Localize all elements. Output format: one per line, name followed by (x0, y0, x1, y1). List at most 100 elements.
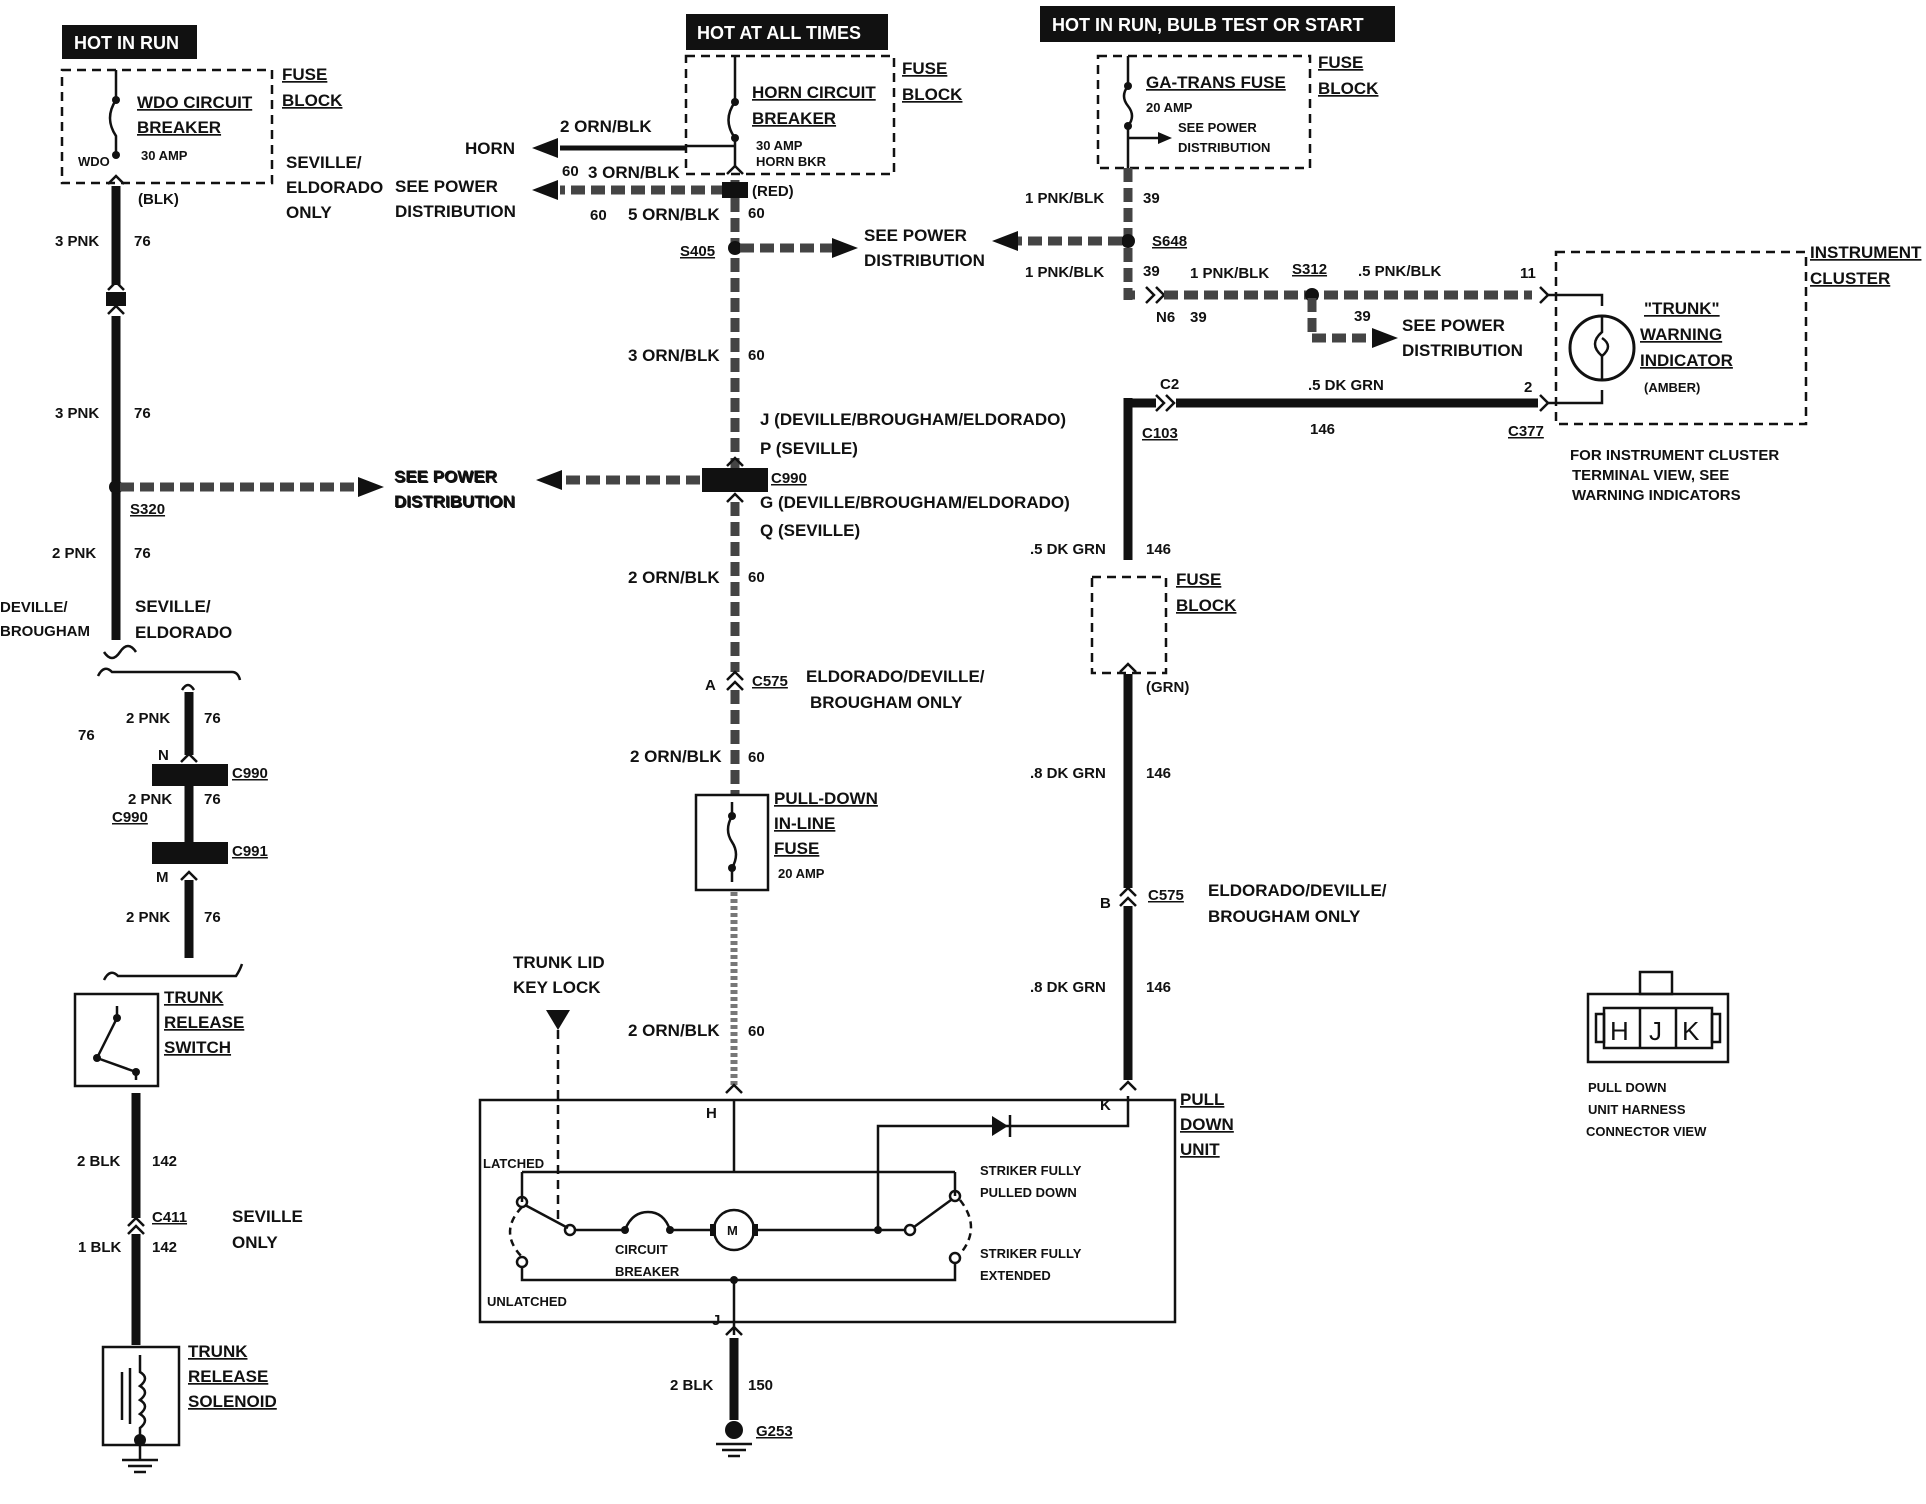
horn-breaker-line1: HORN CIRCUIT (752, 83, 876, 102)
horn-breaker-line2: BREAKER (752, 109, 836, 128)
blk-c2: 142 (152, 1239, 177, 1256)
center-c4: 60 (748, 1023, 765, 1040)
splice-s320 (109, 480, 123, 494)
left-c4: 76 (204, 710, 221, 727)
cluster-warn2: WARNING (1640, 325, 1722, 344)
s312-see2: DISTRIBUTION (1402, 341, 1523, 360)
center-eld1: ELDORADO/DEVILLE/ (806, 667, 985, 686)
right-w2: .8 DK GRN (1030, 765, 1106, 782)
s312-power-wire (1307, 298, 1375, 343)
pulldown-fuse-3: FUSE (774, 839, 819, 858)
fuse-block-3-block: BLOCK (1318, 79, 1379, 98)
header-hot-at-all-times: HOT AT ALL TIMES (686, 14, 888, 50)
left-c3: 76 (134, 545, 151, 562)
key-lock-2: KEY LOCK (513, 978, 601, 997)
right-eld1: ELDORADO/DEVILLE/ (1208, 881, 1387, 900)
pulldown-fuse-box (694, 793, 770, 892)
header-hot-in-run: HOT IN RUN (62, 25, 197, 59)
pdu-cb2: BREAKER (615, 1264, 680, 1279)
fuse-block-1-fuse: FUSE (282, 65, 327, 84)
right-c2: 146 (1146, 765, 1171, 782)
ga-fuse-see1: SEE POWER (1178, 120, 1257, 135)
splice-s405 (728, 241, 742, 255)
w5-label: 5 ORN/BLK (628, 205, 720, 224)
center-j: J (DEVILLE/BROUGHAM/ELDORADO) (760, 410, 1066, 429)
blk-sev2: ONLY (232, 1233, 278, 1252)
connector-k: K (1682, 1016, 1700, 1046)
trunk-switch-1: TRUNK (164, 988, 224, 1007)
blk-sev1: SEVILLE (232, 1207, 303, 1226)
diode-symbol (992, 1116, 1008, 1136)
center-see2: DISTRIBUTION (395, 493, 516, 512)
trunk-switch-3: SWITCH (164, 1038, 231, 1057)
connector-view-3: CONNECTOR VIEW (1586, 1124, 1707, 1139)
connector-view-2: UNIT HARNESS (1588, 1102, 1686, 1117)
right-pin-b: B (1100, 895, 1111, 912)
left-c76: 76 (78, 727, 95, 744)
left-c2: 76 (134, 405, 151, 422)
cluster-warn1: "TRUNK" (1644, 299, 1720, 318)
left-pin-m: M (156, 869, 169, 886)
seville-eldorado-only-3: ONLY (286, 203, 332, 222)
ground-circuit: 150 (748, 1377, 773, 1394)
dkgrn-circuit: 146 (1310, 421, 1335, 438)
pnk-c2: 39 (1143, 263, 1160, 280)
pdu-3: UNIT (1180, 1140, 1220, 1159)
top-power-circuit: 60 (562, 163, 579, 180)
header-hot-in-run-bulb: HOT IN RUN, BULB TEST OR START (1040, 6, 1395, 42)
right-w3: .8 DK GRN (1030, 979, 1106, 996)
pnk-c4: 39 (1354, 308, 1371, 325)
pdu-unlatched: UNLATCHED (487, 1294, 567, 1309)
center-c3: 60 (748, 749, 765, 766)
top-power-wire-label: 3 ORN/BLK (588, 163, 680, 182)
fuse-block-2-outline (684, 54, 896, 176)
left-c1: 76 (134, 233, 151, 250)
center-w2: 2 ORN/BLK (628, 568, 720, 587)
fuse-block-4-outline (1090, 575, 1168, 675)
center-pin-a: A (705, 677, 716, 694)
pdu-pin-h: H (706, 1105, 717, 1122)
fuse-block-3-outline (1096, 54, 1312, 170)
header-hot-in-run-text: HOT IN RUN (74, 33, 179, 53)
left-sev2: ELDORADO (135, 623, 232, 642)
cluster-warn3: INDICATOR (1640, 351, 1733, 370)
left-c6: 76 (204, 909, 221, 926)
pdu-pin-j: J (712, 1312, 720, 1329)
left-see2: DISTRIBUTION (394, 492, 515, 511)
pulldown-fuse-amp: 20 AMP (778, 866, 825, 881)
pnk-w1: 1 PNK/BLK (1025, 190, 1104, 207)
splice-s320-label: S320 (130, 501, 165, 518)
solenoid-2: RELEASE (188, 1367, 268, 1386)
cluster-note-1: FOR INSTRUMENT CLUSTER (1570, 447, 1779, 464)
ga-fuse-amp: 20 AMP (1146, 100, 1193, 115)
center-p: P (SEVILLE) (760, 439, 858, 458)
cluster-pin2: 2 (1524, 379, 1532, 396)
wdo-breaker-amp: 30 AMP (141, 148, 188, 163)
header-hot-at-all-times-text: HOT AT ALL TIMES (697, 23, 861, 43)
center-c2: 60 (748, 569, 765, 586)
left-c5: 76 (204, 791, 221, 808)
horn-breaker-symbol (727, 56, 737, 166)
ground-label: G253 (756, 1423, 793, 1440)
seville-eldorado-only-2: ELDORADO (286, 178, 383, 197)
ga-fuse-see2: DISTRIBUTION (1178, 140, 1270, 155)
pdu-latched: LATCHED (483, 1156, 544, 1171)
pdu-se1: STRIKER FULLY (980, 1246, 1082, 1261)
pdu-2: DOWN (1180, 1115, 1234, 1134)
s405-see1: SEE POWER (864, 226, 967, 245)
center-w4: 2 ORN/BLK (628, 1021, 720, 1040)
center-c575: C575 (752, 673, 788, 690)
s312-see1: SEE POWER (1402, 316, 1505, 335)
ga-trans-fuse-symbol (1122, 56, 1134, 168)
pull-down-connector-view: H J K PULL DOWN UNIT HARNESS CONNECTOR V… (1586, 970, 1730, 1139)
pnk-w3: 1 PNK/BLK (1190, 265, 1269, 282)
left-see1: SEE POWER (394, 467, 497, 486)
fuse-block-3-fuse: FUSE (1318, 53, 1363, 72)
w5-circuit-left: 60 (590, 207, 607, 224)
ground-g253 (725, 1421, 743, 1439)
cluster-c377: C377 (1508, 423, 1544, 440)
splice-s648 (1121, 234, 1135, 248)
ga-fuse-line1: GA-TRANS FUSE (1146, 73, 1286, 92)
cluster-1: INSTRUMENT (1810, 243, 1922, 262)
trunk-release-switch-box[interactable] (73, 992, 160, 1088)
